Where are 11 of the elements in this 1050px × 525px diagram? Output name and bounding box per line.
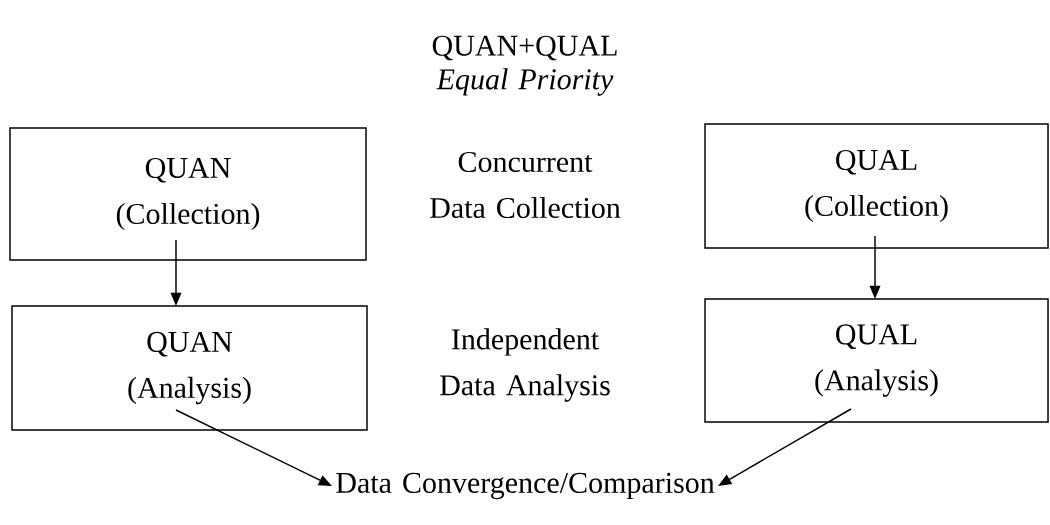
- process-box: QUAL (Collection): [704, 123, 1049, 249]
- process-box: QUAL (Analysis): [704, 298, 1049, 423]
- arrow: [718, 408, 852, 486]
- arrow: [175, 409, 332, 486]
- title: QUAN+QUAL: [432, 35, 617, 61]
- subtitle: Equal Priority: [436, 68, 614, 96]
- outcome-text: Data Convergence/Comparison: [336, 472, 715, 500]
- process-box: QUAN (Collection): [9, 127, 367, 261]
- stage-label: Concurrent Data Collection: [430, 151, 621, 219]
- process-box: QUAN (Analysis): [11, 305, 368, 431]
- stage-label: Independent Data Analysis: [440, 328, 610, 402]
